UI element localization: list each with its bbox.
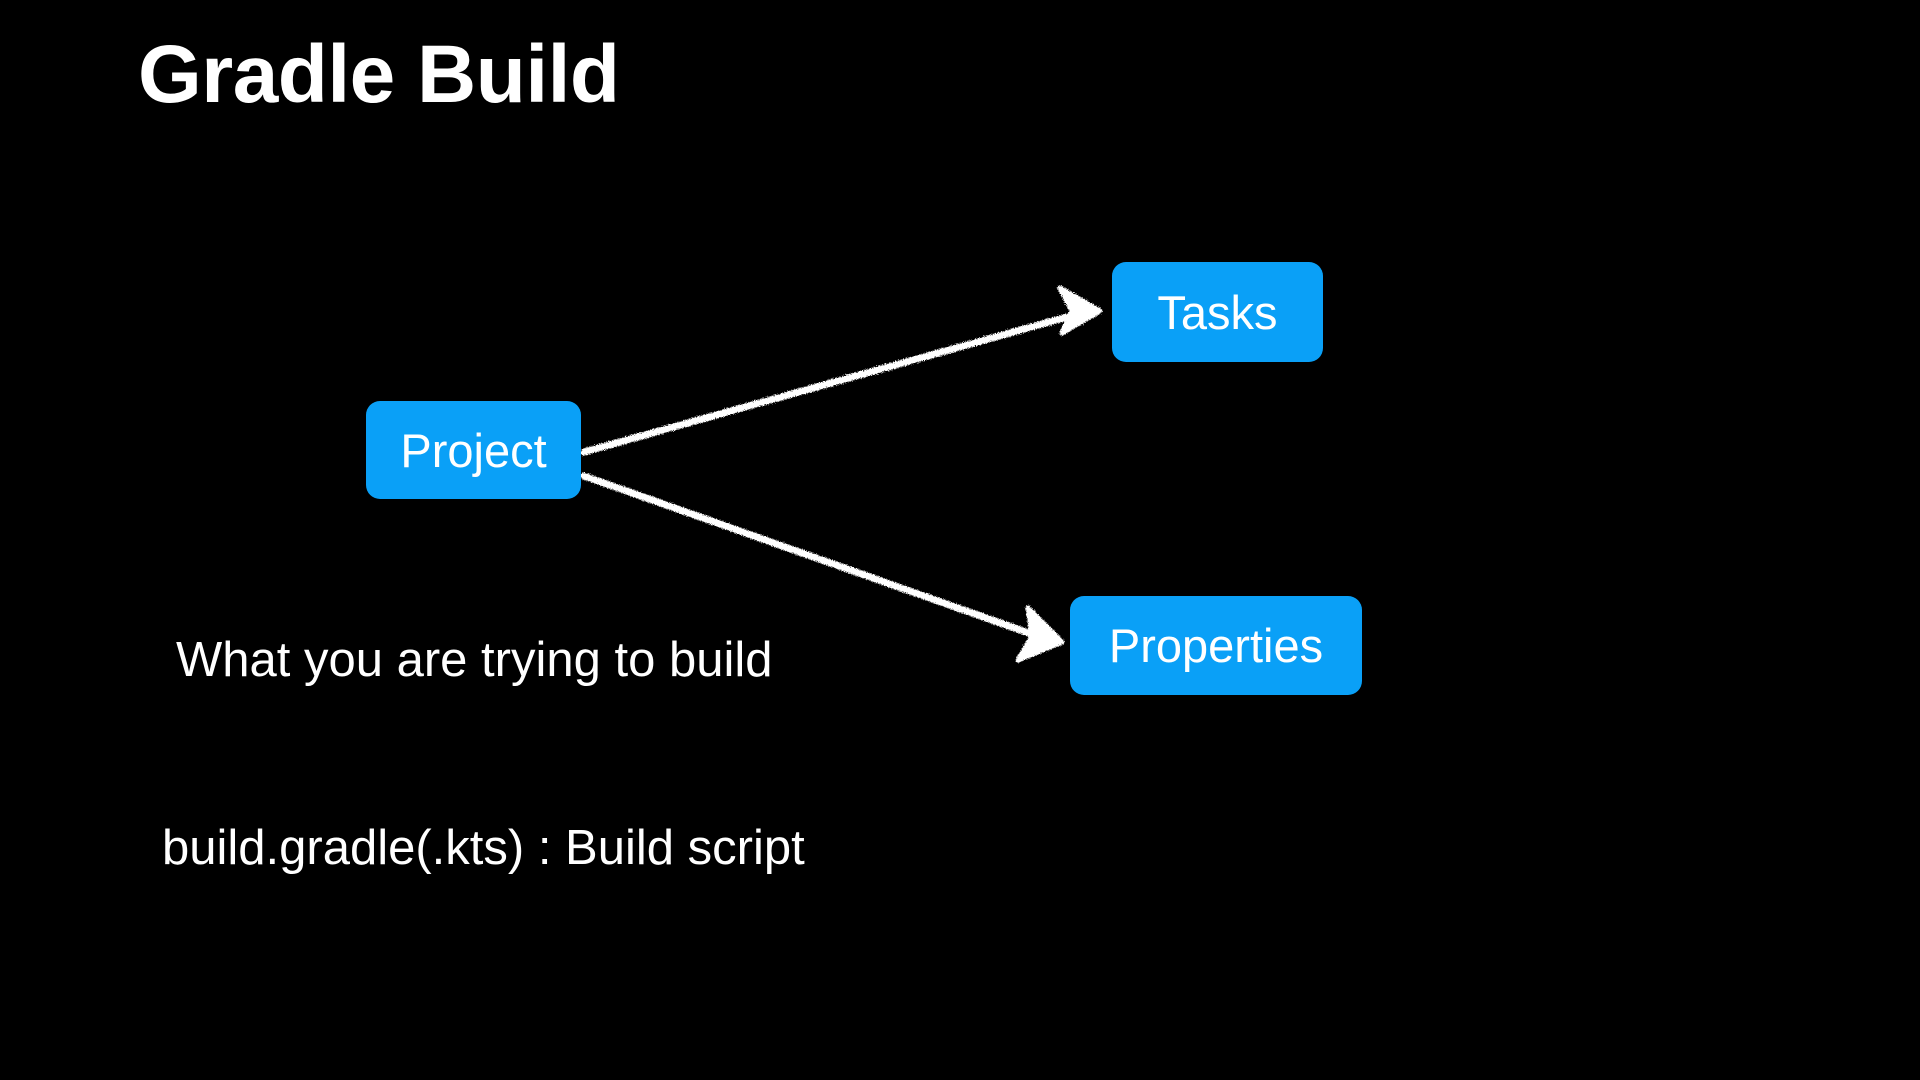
arrow-project-to-tasks bbox=[580, 285, 1103, 456]
node-tasks-label: Tasks bbox=[1157, 285, 1278, 339]
node-properties-label: Properties bbox=[1108, 619, 1324, 672]
node-properties[interactable]: Properties bbox=[1070, 596, 1362, 695]
node-tasks[interactable]: Tasks bbox=[1112, 262, 1323, 362]
page-title: Gradle Build bbox=[138, 29, 620, 120]
node-project[interactable]: Project bbox=[366, 401, 581, 499]
caption-build-script: build.gradle(.kts) : Build script bbox=[162, 821, 805, 875]
caption-what-you-build: What you are trying to build bbox=[176, 633, 773, 687]
node-project-label: Project bbox=[400, 423, 547, 477]
